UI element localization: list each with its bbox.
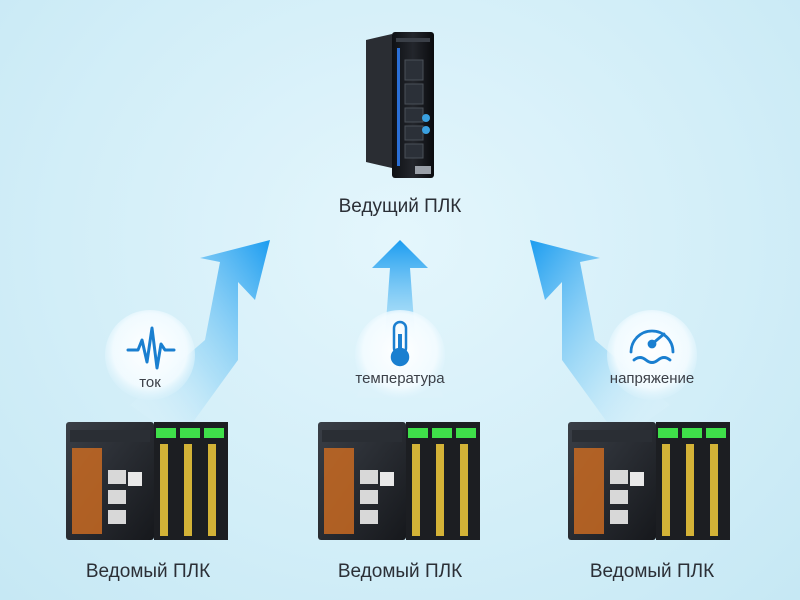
gauge-icon — [629, 329, 675, 364]
sensor-bubble-voltage — [607, 310, 697, 400]
slave-plc-label-1: Ведомый ПЛК — [85, 561, 211, 582]
sensor-bubble-current — [105, 310, 195, 400]
master-plc-image — [366, 32, 434, 178]
sensor-label-temperature: температура — [355, 370, 445, 387]
slave-plc-image-1 — [66, 422, 228, 540]
slave-plc-label-3: Ведомый ПЛК — [589, 561, 715, 582]
sensor-label-current: ток — [139, 374, 161, 391]
waveform-icon — [126, 326, 176, 370]
slave-plc-image-3 — [568, 422, 730, 540]
master-plc-label: Ведущий ПЛК — [338, 196, 462, 217]
thermometer-icon — [390, 320, 410, 367]
slave-plc-image-2 — [318, 422, 480, 540]
slave-plc-label-2: Ведомый ПЛК — [337, 561, 463, 582]
sensor-label-voltage: напряжение — [609, 370, 695, 387]
